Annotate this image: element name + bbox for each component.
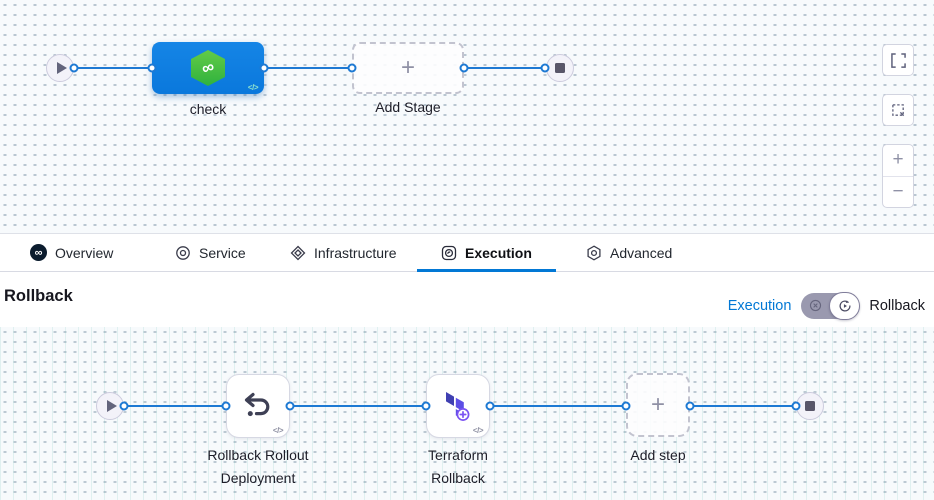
execution-mode-link[interactable]: Execution xyxy=(727,298,792,314)
step-name-label: Rollback Rollout Deployment xyxy=(207,447,309,486)
rollback-mode-label: Rollback xyxy=(869,298,925,314)
connector-dot xyxy=(485,401,495,411)
execution-rollback-switch-row: Execution Rollback xyxy=(727,292,925,320)
zoom-control-group: + − xyxy=(882,144,914,208)
connector-dot xyxy=(147,63,157,73)
plus-icon: + xyxy=(650,391,665,418)
service-icon xyxy=(175,245,191,261)
plus-icon: + xyxy=(400,54,415,81)
add-step-label: Add step xyxy=(630,447,686,463)
infrastructure-icon xyxy=(290,245,306,261)
add-stage-button[interactable]: + xyxy=(352,42,464,94)
stage-canvas: ∞ </> check + Add Stage + − xyxy=(0,0,934,233)
tab-execution[interactable]: Execution xyxy=(417,234,556,272)
connector-dot xyxy=(347,63,357,73)
fullscreen-button[interactable] xyxy=(882,44,914,76)
connector-dot xyxy=(791,401,801,411)
panel-title: Rollback xyxy=(4,287,73,305)
connector-line xyxy=(74,67,152,69)
harness-logo-icon: ∞ xyxy=(30,244,47,261)
connector-dot xyxy=(119,401,129,411)
connector-dot xyxy=(221,401,231,411)
zoom-out-button[interactable]: − xyxy=(883,175,913,207)
connector-line xyxy=(464,67,545,69)
execution-panel-header: Rollback Execution Rollback xyxy=(0,272,934,327)
connector-line xyxy=(490,405,626,407)
active-tab-underline xyxy=(417,269,556,272)
add-step-button[interactable]: + xyxy=(626,373,690,437)
execution-rollback-toggle[interactable] xyxy=(801,292,861,320)
connector-dot xyxy=(69,63,79,73)
connector-dot xyxy=(459,63,469,73)
marquee-select-icon xyxy=(891,103,904,116)
connector-dot xyxy=(540,63,550,73)
zoom-in-button[interactable]: + xyxy=(892,149,904,171)
execution-icon xyxy=(441,245,457,261)
stage-node-check[interactable]: ∞ </> xyxy=(152,42,264,94)
execution-off-icon xyxy=(810,299,822,312)
connector-dot xyxy=(621,401,631,411)
connector-dot xyxy=(685,401,695,411)
pipeline-tabbar: ∞ Overview Service Infrastructure Execut… xyxy=(0,233,934,272)
code-icon: </> xyxy=(247,83,259,92)
tab-service[interactable]: Service xyxy=(175,234,246,271)
toggle-knob xyxy=(829,292,861,320)
step-node-terraform-rollback[interactable]: </> xyxy=(426,374,490,438)
connector-line xyxy=(264,67,352,69)
code-icon: </> xyxy=(472,426,484,435)
stage-name-label: check xyxy=(189,101,227,117)
harness-cd-stage-icon: ∞ xyxy=(191,50,225,86)
connector-dot xyxy=(259,63,269,73)
tab-overview[interactable]: ∞ Overview xyxy=(30,234,113,271)
connector-line xyxy=(124,405,226,407)
tab-advanced[interactable]: Advanced xyxy=(586,234,672,271)
code-icon: </> xyxy=(272,426,284,435)
fullscreen-icon xyxy=(890,52,906,68)
advanced-icon xyxy=(586,244,602,261)
connector-dot xyxy=(285,401,295,411)
stop-icon xyxy=(805,401,815,411)
rollback-arrow-icon xyxy=(244,392,270,417)
rollback-start-node xyxy=(96,392,124,420)
play-icon xyxy=(106,400,117,412)
terraform-icon xyxy=(446,392,470,421)
connector-line xyxy=(690,405,796,407)
step-name-label: Terraform Rollback xyxy=(428,447,488,486)
stop-icon xyxy=(555,63,565,73)
pipeline-end-node xyxy=(546,54,574,82)
connector-line xyxy=(290,405,426,407)
add-stage-label: Add Stage xyxy=(375,99,441,115)
rollback-canvas: </> Rollback Rollout Deployment </> Terr… xyxy=(0,327,934,500)
tab-infrastructure[interactable]: Infrastructure xyxy=(290,234,396,271)
pipeline-start-node xyxy=(46,54,74,82)
step-node-rollback-rollout-deployment[interactable]: </> xyxy=(226,374,290,438)
marquee-select-button[interactable] xyxy=(882,94,914,126)
play-icon xyxy=(56,62,67,74)
rollback-mode-icon xyxy=(839,300,851,312)
connector-dot xyxy=(421,401,431,411)
